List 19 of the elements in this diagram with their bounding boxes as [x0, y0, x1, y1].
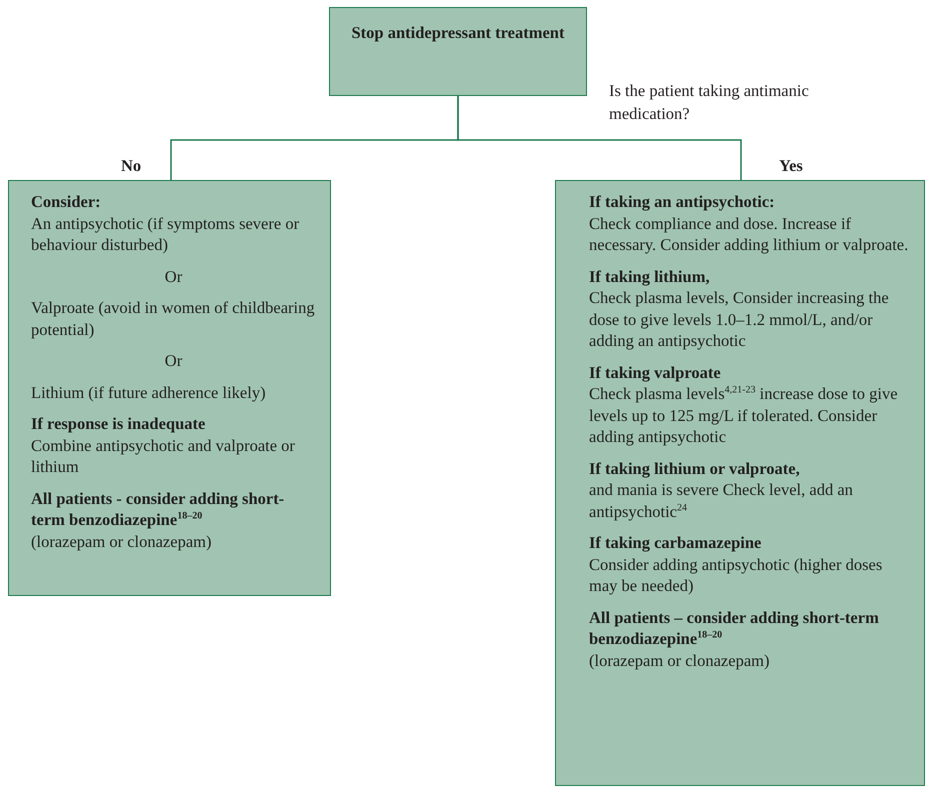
- node-text: Or: [164, 350, 184, 372]
- node-text: Lithium (if future adherence likely): [31, 382, 267, 403]
- node-text: Consider: An antipsychotic (if symptoms severe or behaviour disturbed): [31, 191, 300, 256]
- node-text: All patients - consider adding short-term benzodiazepine$^{18–20}$ (lorazepam or clonazepam): [31, 488, 286, 552]
- branch-box: [8, 180, 331, 596]
- start-box: [329, 7, 587, 96]
- question-text: Is the patient taking antimanic medication?: [609, 80, 809, 125]
- node-title: Stop antidepressant treatment: [350, 22, 566, 44]
- node-text: If taking valproate Check plasma levels$^{4,21-23}$ increase dose to give levels up to 125 mg/L if tolerated. Consider adding antipsychotic: [589, 362, 899, 448]
- node-text: If taking lithium or valproate, and mania is severe Check level, add an antipsychotic$^{24}$: [589, 458, 854, 522]
- node-text: Or: [164, 266, 184, 287]
- node-text: Valproate (avoid in women of childbearing potential): [31, 297, 316, 340]
- branch-box: [555, 180, 925, 786]
- connector-line: [457, 96, 742, 180]
- node-text: All patients – consider adding short-term benzodiazepine$^{18–20}$ (lorazepam or clonazepam): [589, 606, 880, 671]
- node-text: If taking an antipsychotic: Check compliance and dose. Increase if necessary. Consider adding lithium or valproate.: [589, 191, 910, 256]
- node-text: If response is inadequate Combine antipsychotic and valproate or lithium: [31, 413, 296, 478]
- node-text: If taking lithium, Check plasma levels, Consider increasing the dose to give levels 1.0–1.2 mmol/L, and/or adding an antipsychotic: [589, 266, 890, 352]
- node-text: If taking carbamazepine Consider adding antipsychotic (higher doses may be needed): [589, 532, 884, 596]
